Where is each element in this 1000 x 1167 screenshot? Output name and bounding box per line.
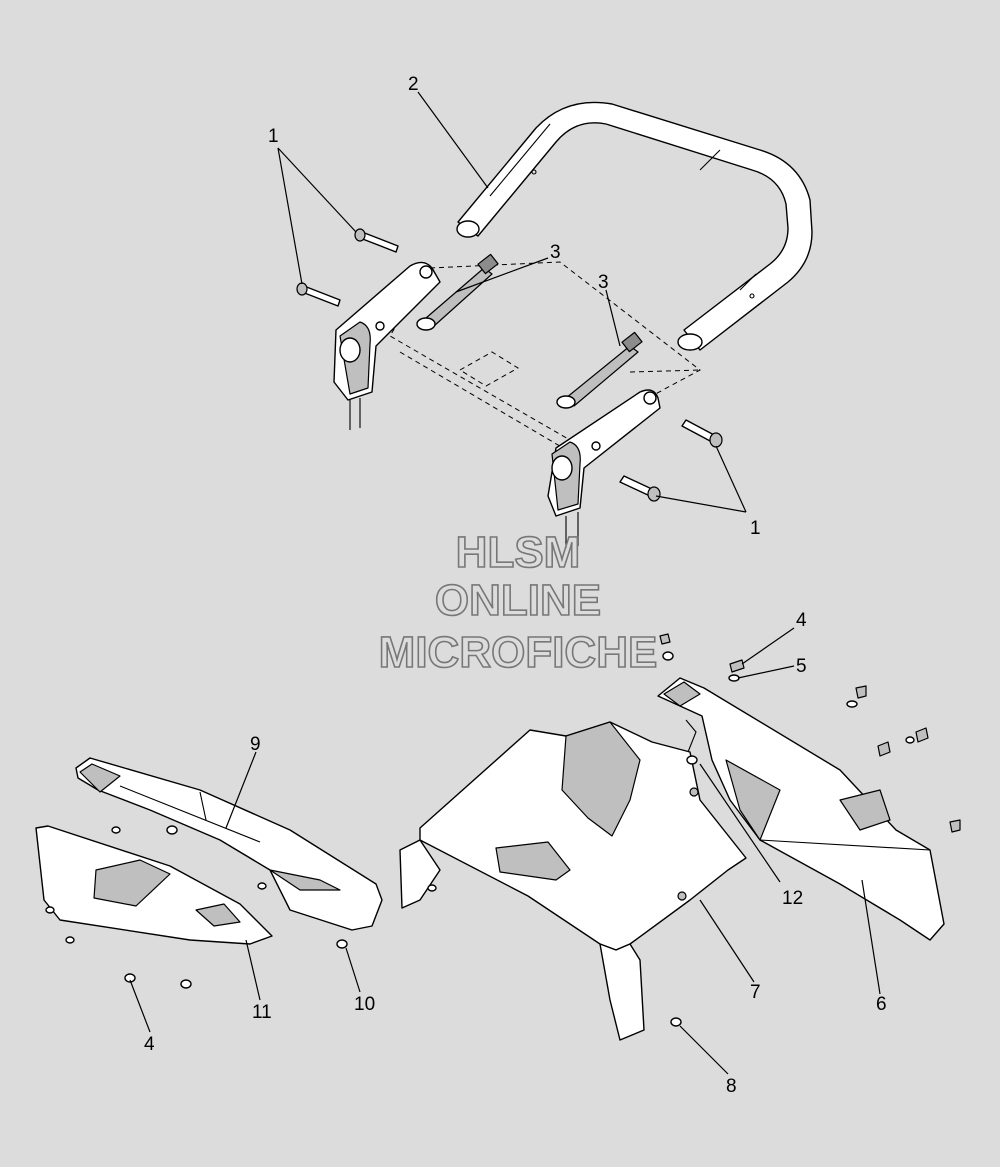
watermark: HLSM ONLINE MICROFICHE bbox=[378, 527, 658, 678]
watermark-line-3: MICROFICHE bbox=[379, 628, 658, 677]
bolts-top bbox=[296, 228, 399, 307]
callouts: 1 2 3 3 1 4 5 9 12 11 10 7 6 4 8 bbox=[144, 74, 887, 1097]
callout-6: 6 bbox=[876, 994, 887, 1015]
left-side-cover bbox=[75, 757, 383, 931]
left-cable bbox=[416, 253, 499, 331]
callout-3-left: 3 bbox=[550, 242, 561, 263]
handle-bar bbox=[456, 101, 813, 351]
fasteners bbox=[45, 633, 961, 1027]
callout-5: 5 bbox=[796, 656, 807, 677]
callout-4-bottom: 4 bbox=[144, 1034, 155, 1055]
callout-4-top: 4 bbox=[796, 610, 807, 631]
callout-12: 12 bbox=[782, 888, 803, 909]
callout-2: 2 bbox=[408, 74, 419, 95]
right-handle-bracket bbox=[547, 389, 661, 548]
right-side-cover bbox=[657, 677, 945, 941]
callout-1-top: 1 bbox=[268, 126, 279, 147]
watermark-line-1: HLSM bbox=[456, 528, 581, 577]
callout-11: 11 bbox=[252, 1002, 272, 1023]
callout-10: 10 bbox=[354, 994, 375, 1015]
callout-8: 8 bbox=[726, 1076, 737, 1097]
bolts-right bbox=[619, 419, 723, 502]
right-cable bbox=[556, 331, 643, 409]
callout-1-right: 1 bbox=[750, 518, 761, 539]
watermark-line-2: ONLINE bbox=[435, 576, 601, 625]
callout-9: 9 bbox=[250, 734, 261, 755]
left-handle-bracket bbox=[333, 261, 441, 430]
callout-7: 7 bbox=[750, 982, 761, 1003]
control-panel-outline bbox=[389, 261, 701, 453]
callout-3-right: 3 bbox=[598, 272, 609, 293]
center-rear-cover bbox=[399, 719, 747, 1041]
left-flap bbox=[35, 825, 273, 945]
leader-lines bbox=[129, 91, 881, 1075]
